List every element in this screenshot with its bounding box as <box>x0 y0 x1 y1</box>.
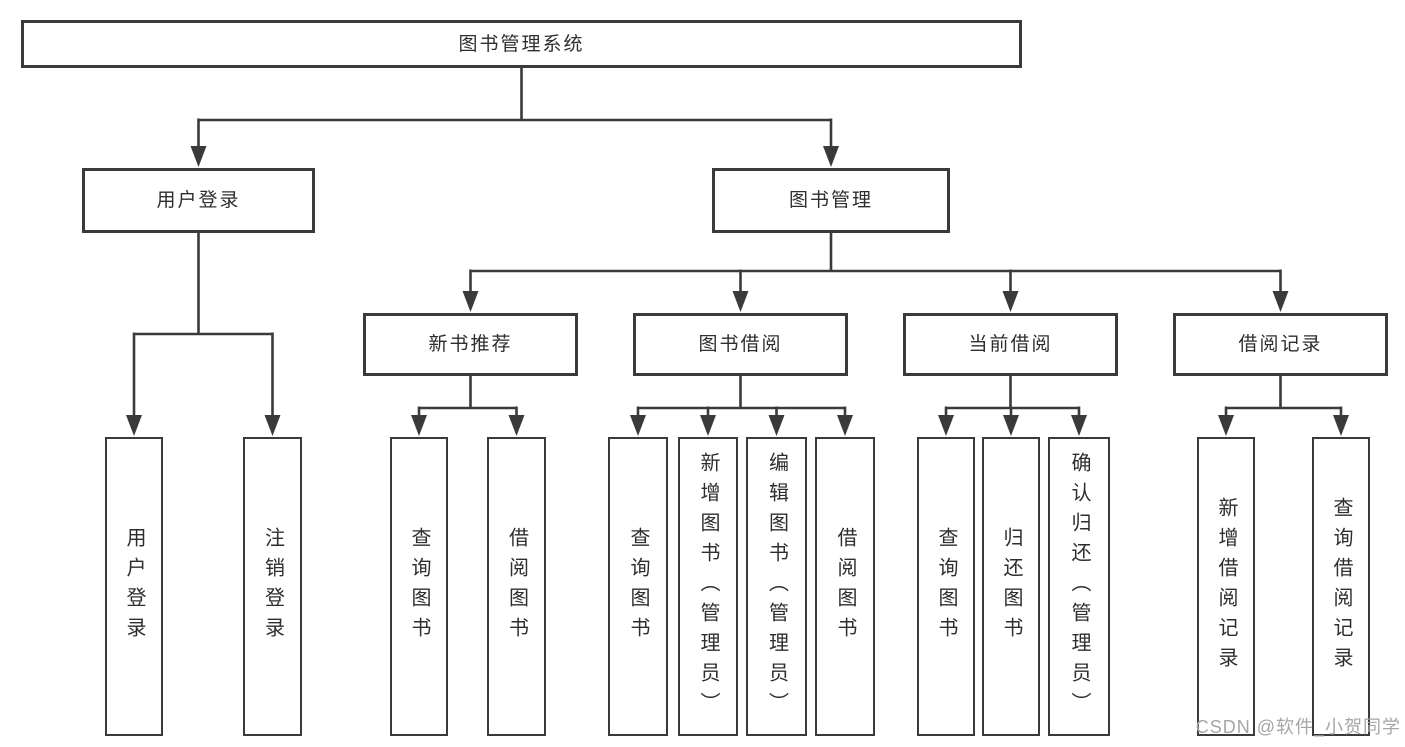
arrow-down-icon <box>411 415 427 436</box>
arrow-down-icon <box>938 415 954 436</box>
leaf-edit-book: 编辑图书（管理员） <box>746 437 807 736</box>
node-borrow-records: 借阅记录 <box>1173 313 1388 376</box>
node-book-borrow-label: 图书借阅 <box>698 334 783 355</box>
leaf-query-book-1-label: 查询图书 <box>408 526 430 647</box>
leaf-return-book: 归还图书 <box>982 437 1040 736</box>
leaf-add-book: 新增图书（管理员） <box>678 437 738 736</box>
arrow-down-icon <box>1272 291 1289 312</box>
arrow-down-icon <box>1002 291 1019 312</box>
arrow-down-icon <box>1218 415 1234 436</box>
csdn-watermark: CSDN @软件_小贺同学 <box>1195 717 1401 737</box>
node-borrow-records-label: 借阅记录 <box>1238 334 1323 355</box>
leaf-borrow-book-2: 借阅图书 <box>815 437 875 736</box>
arrow-down-icon <box>1003 415 1019 436</box>
node-book-borrow: 图书借阅 <box>633 313 848 376</box>
leaf-user-login-label: 用户登录 <box>123 526 145 647</box>
leaf-user-login: 用户登录 <box>105 437 163 736</box>
leaf-query-book-2: 查询图书 <box>608 437 668 736</box>
leaf-query-borrow-record: 查询借阅记录 <box>1312 437 1370 736</box>
leaf-query-borrow-record-label: 查询借阅记录 <box>1330 496 1352 677</box>
node-root-label: 图书管理系统 <box>458 33 585 55</box>
arrow-down-icon <box>264 415 281 436</box>
leaf-borrow-book-2-label: 借阅图书 <box>834 526 856 647</box>
connector-book-mgmt-to-level3 <box>462 233 1289 312</box>
node-user-login-label: 用户登录 <box>156 190 241 211</box>
leaf-add-book-label: 新增图书（管理员） <box>697 451 719 722</box>
leaf-borrow-book-1: 借阅图书 <box>487 437 546 736</box>
leaf-borrow-book-1-label: 借阅图书 <box>505 526 528 647</box>
arrow-down-icon <box>768 415 785 436</box>
arrow-down-icon <box>837 415 853 436</box>
arrow-down-icon <box>732 291 749 312</box>
connector-borrow-records-to-leaves <box>1218 376 1349 436</box>
node-new-book-rec: 新书推荐 <box>363 313 578 376</box>
arrow-down-icon <box>1071 415 1087 436</box>
arrow-down-icon <box>823 146 839 167</box>
leaf-logout-label: 注销登录 <box>261 526 284 647</box>
connector-current-borrow-to-leaves <box>938 376 1087 436</box>
leaf-logout: 注销登录 <box>243 437 302 736</box>
leaf-return-book-label: 归还图书 <box>1000 526 1022 647</box>
connector-book-borrow-to-leaves <box>630 376 853 436</box>
node-user-login: 用户登录 <box>82 168 315 233</box>
leaf-confirm-return-label: 确认归还（管理员） <box>1068 451 1090 722</box>
node-root: 图书管理系统 <box>21 20 1022 68</box>
leaf-query-book-2-label: 查询图书 <box>627 526 649 647</box>
leaf-add-borrow-record: 新增借阅记录 <box>1197 437 1255 736</box>
node-current-borrow: 当前借阅 <box>903 313 1118 376</box>
arrow-down-icon <box>190 146 207 167</box>
arrow-down-icon <box>126 415 142 436</box>
connector-user-login-to-leaves <box>126 233 281 436</box>
arrow-down-icon <box>462 291 479 312</box>
arrow-down-icon <box>508 415 525 436</box>
arrow-down-icon <box>700 415 716 436</box>
node-book-mgmt-label: 图书管理 <box>788 190 873 211</box>
arrow-down-icon <box>1333 415 1349 436</box>
node-new-book-rec-label: 新书推荐 <box>428 334 513 355</box>
connector-root-to-level2 <box>190 68 839 167</box>
node-book-mgmt: 图书管理 <box>712 168 950 233</box>
leaf-edit-book-label: 编辑图书（管理员） <box>765 451 788 722</box>
connector-new-book-rec-to-leaves <box>411 376 525 436</box>
leaf-query-book-1: 查询图书 <box>390 437 448 736</box>
arrow-down-icon <box>630 415 646 436</box>
leaf-query-book-3: 查询图书 <box>917 437 975 736</box>
leaf-query-book-3-label: 查询图书 <box>935 526 957 647</box>
leaf-add-borrow-record-label: 新增借阅记录 <box>1215 496 1237 677</box>
leaf-confirm-return: 确认归还（管理员） <box>1048 437 1110 736</box>
node-current-borrow-label: 当前借阅 <box>968 334 1053 355</box>
